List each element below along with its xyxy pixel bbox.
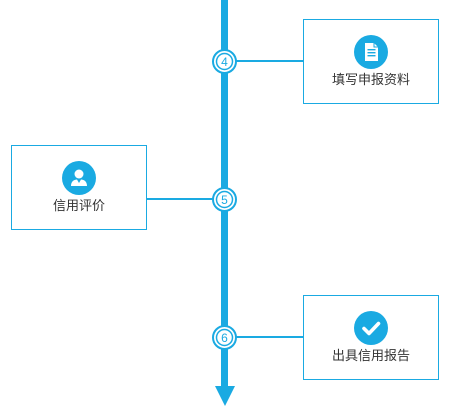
step-5-marker: 5 <box>212 187 237 212</box>
step-6-marker: 6 <box>212 325 237 350</box>
step-4-label: 填写申报资料 <box>331 73 410 88</box>
step-6-number: 6 <box>221 331 228 345</box>
step-4-number: 4 <box>221 55 228 69</box>
step-5-card: 信用评价 <box>11 145 147 230</box>
checkmark-icon <box>362 321 381 336</box>
step-6-connector <box>236 336 304 338</box>
step-5-icon-badge <box>62 161 96 195</box>
document-icon <box>365 43 378 61</box>
step-6-circle-icon: 6 <box>212 325 237 350</box>
step-6-label: 出具信用报告 <box>331 349 410 364</box>
step-4-card: 填写申报资料 <box>303 19 439 104</box>
step-5-number: 5 <box>221 193 228 207</box>
step-4-connector <box>236 60 304 62</box>
step-5-connector <box>146 198 213 200</box>
arrow-down-icon <box>215 386 235 406</box>
step-4-marker: 4 <box>212 49 237 74</box>
step-6-card: 出具信用报告 <box>303 295 439 380</box>
step-4-circle-icon: 4 <box>212 49 237 74</box>
step-5-circle-icon: 5 <box>212 187 237 212</box>
step-4-icon-badge <box>354 35 388 69</box>
step-5-label: 信用评价 <box>52 199 105 214</box>
step-6-icon-badge <box>354 311 388 345</box>
user-icon <box>71 169 87 186</box>
